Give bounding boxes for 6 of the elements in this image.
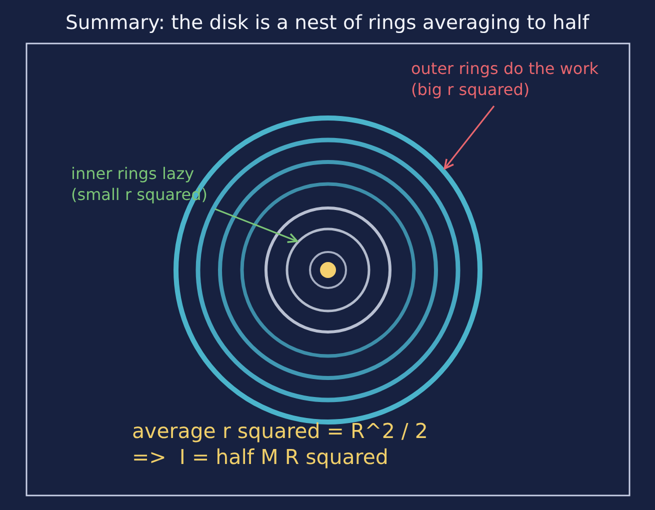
title: Summary: the disk is a nest of rings averaging to half bbox=[66, 11, 590, 34]
formula-text: => I = half M R squared bbox=[132, 445, 388, 470]
leader-arrow bbox=[444, 106, 495, 170]
inner-ring bbox=[286, 228, 370, 312]
formula-text: average r squared = R^2 / 2 bbox=[132, 419, 428, 444]
callout-text: outer rings do the work (big r squared) bbox=[411, 59, 626, 101]
